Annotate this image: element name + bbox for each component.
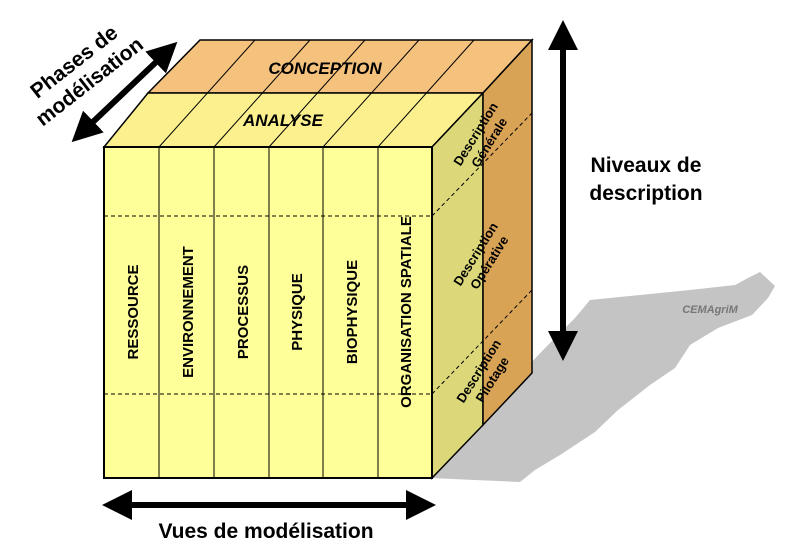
layer-label-analyse: ANALYSE <box>242 111 324 130</box>
cow-shadow <box>430 272 775 482</box>
top-column-lines <box>158 39 475 148</box>
view-label-biophysique: BIOPHYSIQUE <box>344 260 361 364</box>
view-label-organisation-spatiale: ORGANISATION SPATIALE <box>398 216 415 408</box>
axis-label-niveaux-line1: Niveaux de <box>591 154 702 177</box>
front-face <box>103 146 433 479</box>
watermark-text: CEMAgriM <box>682 304 738 316</box>
side-level-dividers <box>431 112 533 395</box>
view-label-physique: PHYSIQUE <box>289 273 306 351</box>
view-label-ressource: RESSOURCE <box>125 264 142 359</box>
front-level-dividers <box>104 215 432 395</box>
axis-label-phases: Phases de modélisation <box>26 21 148 131</box>
phases-arrow <box>71 41 178 143</box>
axis-label-vues: Vues de modélisation <box>158 520 373 543</box>
front-column-lines <box>158 147 379 478</box>
axis-label-niveaux-line2: description <box>589 182 702 205</box>
layer-label-conception: CONCEPTION <box>268 59 382 78</box>
side-face-outer <box>482 38 533 427</box>
view-label-environnement: ENVIRONNEMENT <box>180 246 197 378</box>
view-label-processus: PROCESSUS <box>235 265 252 359</box>
